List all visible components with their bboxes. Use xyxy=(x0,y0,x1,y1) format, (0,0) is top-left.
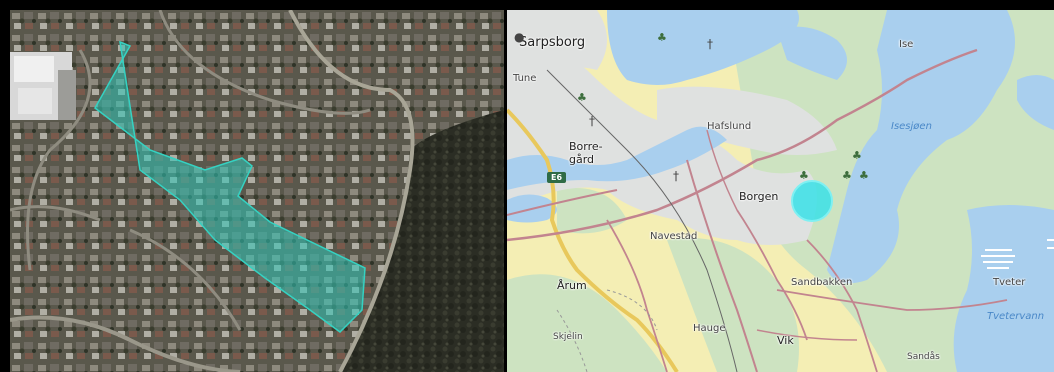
label-borregard: Borre- gård xyxy=(569,140,603,167)
label-tveter: Tveter xyxy=(993,277,1026,288)
label-arum: Årum xyxy=(557,279,587,292)
church-icon: † xyxy=(589,114,595,128)
hiking-icon: ♣ xyxy=(842,169,852,182)
label-tvetervann: Tvetervann xyxy=(987,311,1045,322)
church-icon: † xyxy=(707,37,713,51)
label-sandbakken: Sandbakken xyxy=(791,277,853,288)
label-vik: Vik xyxy=(777,334,794,347)
label-borgen: Borgen xyxy=(739,190,779,203)
label-ise: Ise xyxy=(899,39,914,50)
label-sandas: Sandås xyxy=(907,352,940,362)
map-canvas xyxy=(507,10,1054,372)
church-icon: † xyxy=(673,169,679,183)
hiking-icon: ♣ xyxy=(657,31,667,44)
label-sarpsborg: Sarpsborg xyxy=(519,35,586,50)
location-marker xyxy=(791,180,833,222)
label-navestad: Navestad xyxy=(650,231,698,242)
label-hauge: Hauge xyxy=(693,323,726,334)
label-hafslund: Hafslund xyxy=(707,121,752,132)
aerial-photo-panel[interactable] xyxy=(10,10,504,372)
hiking-icon: ♣ xyxy=(799,169,809,182)
hiking-icon: ♣ xyxy=(577,91,587,104)
road-shield-e6: E6 xyxy=(547,172,567,183)
aerial-photo xyxy=(10,10,504,372)
label-skjelin: Skjelin xyxy=(553,332,583,342)
label-tune: Tune xyxy=(513,73,537,84)
map-panel[interactable]: Sarpsborg Tune Borre- gård Hafslund Ises… xyxy=(507,10,1054,372)
hiking-icon: ♣ xyxy=(859,169,869,182)
hiking-icon: ♣ xyxy=(852,149,862,162)
highlighted-parcel xyxy=(94,40,366,333)
label-isesjoen: Isesjøen xyxy=(891,121,932,132)
church-icon: ● xyxy=(514,30,525,44)
